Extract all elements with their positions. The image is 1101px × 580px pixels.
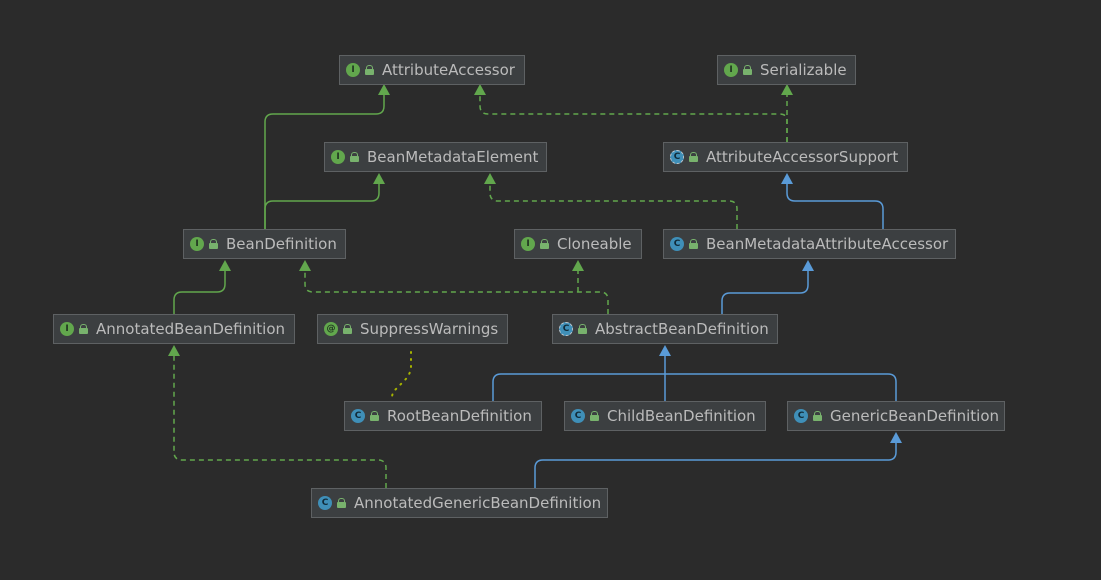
public-visibility-icon: [370, 411, 379, 421]
public-visibility-icon: [590, 411, 599, 421]
node-bean-metadata-attribute-accessor[interactable]: C BeanMetadataAttributeAccessor: [663, 229, 956, 259]
abstract-class-icon: C: [670, 150, 684, 164]
public-visibility-icon: [743, 65, 752, 75]
edge-genericbeandefinition-to-abstractbeandefinition: [665, 373, 897, 401]
interface-icon: I: [60, 322, 74, 336]
arrow-attributeaccessor-dashed: [474, 84, 486, 95]
interface-icon: I: [331, 150, 345, 164]
class-icon: C: [794, 409, 808, 423]
edge-attributeaccessorsupport-to-attributeaccessor: [479, 94, 788, 142]
edge-rootbeandefinition-suppresswarnings: [391, 351, 412, 399]
node-abstract-bean-definition[interactable]: C AbstractBeanDefinition: [552, 314, 778, 344]
node-cloneable[interactable]: I Cloneable: [514, 229, 642, 259]
class-icon: C: [571, 409, 585, 423]
arrow-beanmetadataelement-solid: [373, 173, 385, 184]
public-visibility-icon: [365, 65, 374, 75]
edge-beanmetadataattributeaccessor-to-beanmetadataelement: [489, 183, 738, 229]
arrow-genericbeandefinition: [890, 432, 902, 443]
node-label: BeanDefinition: [226, 235, 337, 253]
arrow-beandefinition-dashed: [299, 260, 311, 271]
node-serializable[interactable]: I Serializable: [717, 55, 856, 85]
interface-icon: I: [346, 63, 360, 77]
node-label: AnnotatedBeanDefinition: [96, 320, 286, 338]
public-visibility-icon: [79, 324, 88, 334]
node-child-bean-definition[interactable]: C ChildBeanDefinition: [564, 401, 766, 431]
node-label: GenericBeanDefinition: [830, 407, 1000, 425]
node-attribute-accessor[interactable]: I AttributeAccessor: [339, 55, 525, 85]
interface-icon: I: [190, 237, 204, 251]
node-label: AbstractBeanDefinition: [595, 320, 769, 338]
interface-icon: I: [724, 63, 738, 77]
node-label: SuppressWarnings: [360, 320, 499, 338]
public-visibility-icon: [343, 324, 352, 334]
arrow-attributeaccessorsupport: [781, 173, 793, 184]
edge-annotatedgenericbeandefinition-to-genericbeandefinition: [534, 443, 897, 488]
node-label: BeanMetadataElement: [367, 148, 539, 166]
node-attribute-accessor-support[interactable]: C AttributeAccessorSupport: [663, 142, 908, 172]
public-visibility-icon: [209, 239, 218, 249]
interface-icon: I: [521, 237, 535, 251]
edge-beanmetadataattributeaccessor-to-attributeaccessorsupport: [786, 183, 884, 229]
class-icon: C: [670, 237, 684, 251]
node-bean-definition[interactable]: I BeanDefinition: [183, 229, 346, 259]
edge-abstractbeandefinition-to-beandefinition: [304, 270, 609, 314]
node-label: BeanMetadataAttributeAccessor: [706, 235, 949, 253]
arrow-beanmetadataattributeaccessor: [802, 260, 814, 271]
public-visibility-icon: [689, 152, 698, 162]
edge-abstractbeandefinition-to-beanmetadataattributeaccessor: [721, 270, 809, 314]
edge-rootbeandefinition-to-abstractbeandefinition: [492, 373, 665, 401]
node-suppress-warnings[interactable]: @ SuppressWarnings: [317, 314, 508, 344]
class-icon: C: [318, 496, 332, 510]
node-root-bean-definition[interactable]: C RootBeanDefinition: [344, 401, 542, 431]
node-generic-bean-definition[interactable]: C GenericBeanDefinition: [787, 401, 1005, 431]
arrow-cloneable: [572, 260, 584, 271]
node-label: AttributeAccessor: [382, 61, 515, 79]
arrow-serializable: [781, 84, 793, 95]
public-visibility-icon: [689, 239, 698, 249]
node-label: Serializable: [760, 61, 847, 79]
arrow-beanmetadataelement-dashed: [484, 173, 496, 184]
node-label: ChildBeanDefinition: [607, 407, 756, 425]
public-visibility-icon: [540, 239, 549, 249]
node-label: AttributeAccessorSupport: [706, 148, 899, 166]
arrow-abstractbeandefinition: [659, 345, 671, 356]
public-visibility-icon: [578, 324, 587, 334]
public-visibility-icon: [350, 152, 359, 162]
node-bean-metadata-element[interactable]: I BeanMetadataElement: [324, 142, 547, 172]
arrow-beandefinition-solid: [219, 260, 231, 271]
edge-beandefinition-to-beanmetadataelement: [264, 183, 380, 229]
edge-annotatedbeandefinition-to-beandefinition: [173, 270, 226, 314]
node-label: Cloneable: [557, 235, 632, 253]
public-visibility-icon: [337, 498, 346, 508]
arrow-annotatedbeandefinition: [168, 345, 180, 356]
node-annotated-generic-bean-definition[interactable]: C AnnotatedGenericBeanDefinition: [311, 488, 608, 518]
class-icon: C: [351, 409, 365, 423]
abstract-class-icon: C: [559, 322, 573, 336]
annotation-icon: @: [324, 322, 338, 336]
arrow-attributeaccessor-solid: [378, 84, 390, 95]
node-label: AnnotatedGenericBeanDefinition: [354, 494, 602, 512]
public-visibility-icon: [813, 411, 822, 421]
node-annotated-bean-definition[interactable]: I AnnotatedBeanDefinition: [53, 314, 295, 344]
node-label: RootBeanDefinition: [387, 407, 532, 425]
